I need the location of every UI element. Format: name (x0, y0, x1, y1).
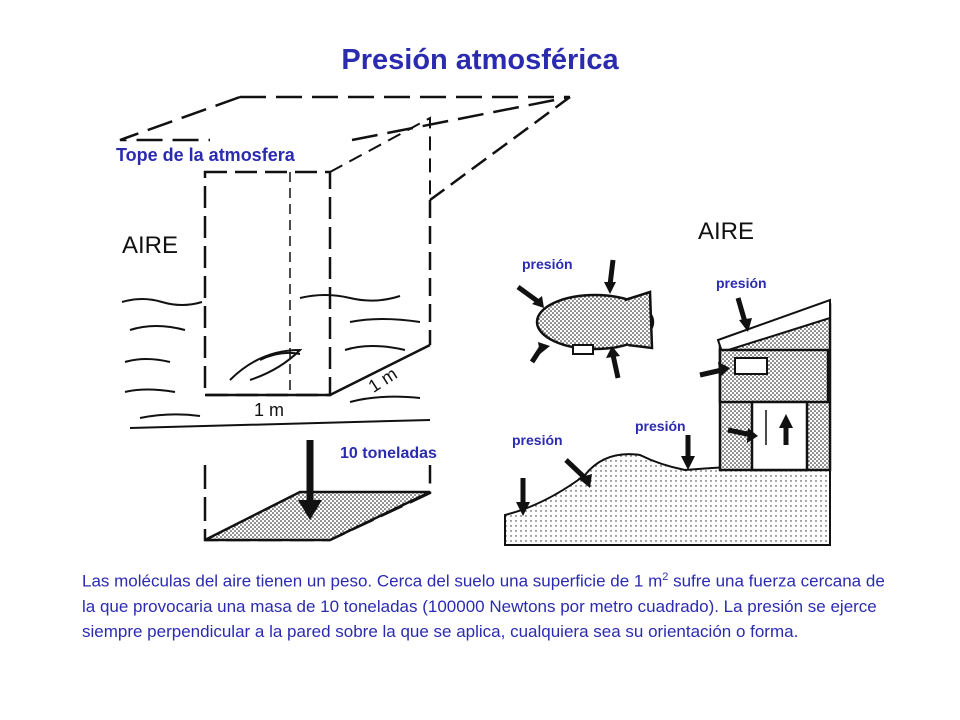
pressure-label-blimp: presión (522, 256, 573, 272)
left-air-label: AIRE (122, 232, 179, 259)
caption-superscript: 2 (662, 571, 669, 583)
top-of-atmosphere-label: Tope de la atmosfera (116, 145, 295, 165)
right-air-label: AIRE (698, 218, 755, 245)
caption-part-1: Las moléculas del aire tienen un peso. C… (82, 571, 663, 591)
pressure-label-ground: presión (635, 418, 686, 434)
air-column-diagram (119, 95, 571, 542)
caption-text: Las moléculas del aire tienen un peso. C… (82, 565, 902, 644)
bottom-side-label: 1 m (254, 400, 285, 420)
weight-label: 10 toneladas (340, 445, 437, 462)
pressure-examples-diagram (504, 259, 832, 546)
caption-part-2: sufre una fuerza cercana de la que provo… (82, 571, 885, 641)
page-title: Presión atmosférica (341, 44, 619, 76)
pressure-label-hill: presión (512, 432, 563, 448)
pressure-label-roof: presión (716, 275, 767, 291)
